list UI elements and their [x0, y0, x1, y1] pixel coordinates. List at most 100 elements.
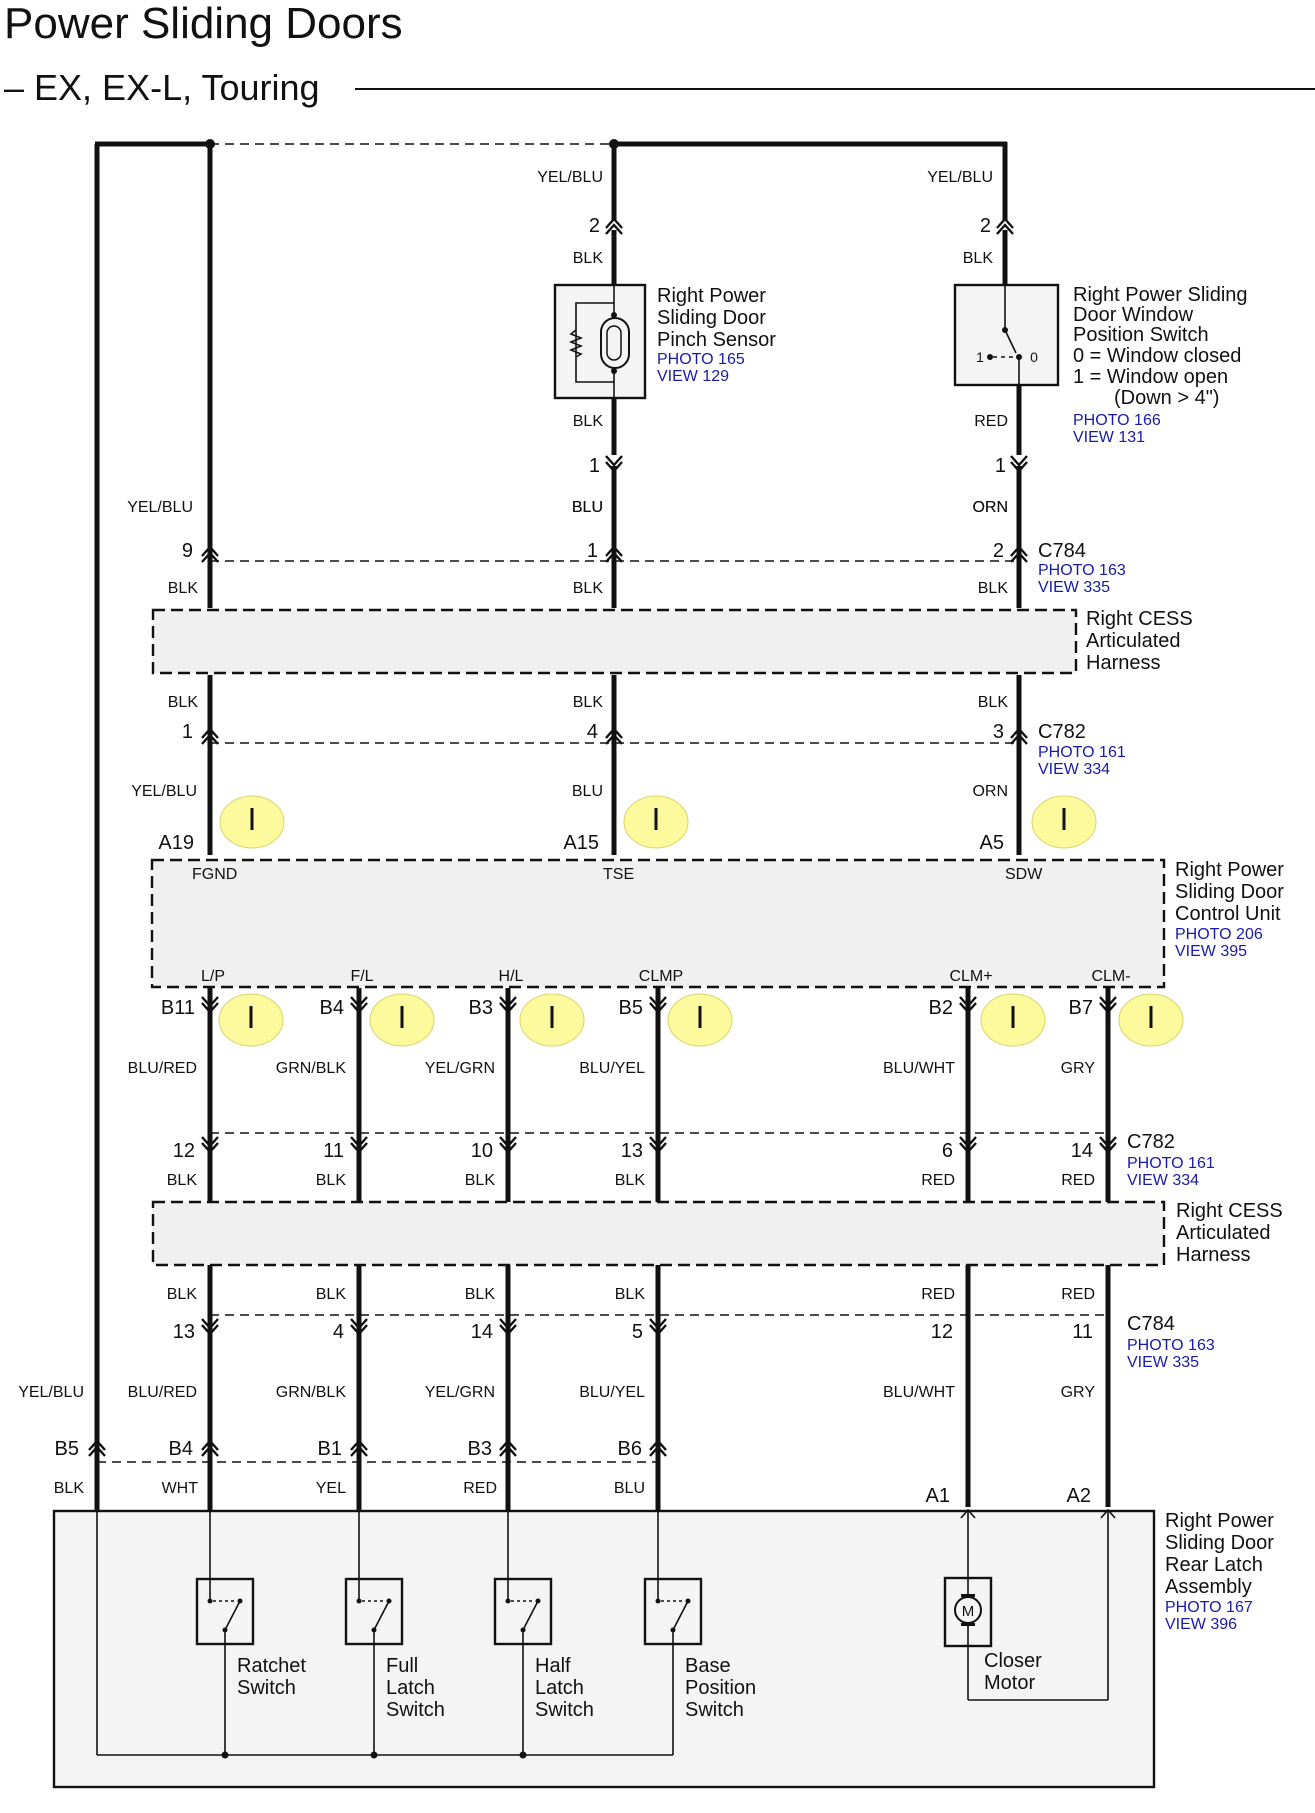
- svg-text:WHT: WHT: [162, 1480, 199, 1497]
- svg-text:Sliding Door: Sliding Door: [1175, 881, 1284, 903]
- pinch-sensor: [553, 283, 647, 400]
- connector-c782-bottom: 12 11 10 13 6 14 BLK BLK BLK BLK RED RED…: [167, 1131, 1215, 1189]
- latch-view: VIEW 396: [1165, 1616, 1237, 1633]
- svg-text:Switch: Switch: [685, 1699, 744, 1721]
- switch-bottom-wire-color: ORN: [972, 499, 1008, 516]
- svg-text:B4: B4: [169, 1438, 193, 1460]
- c782-top-name: C782: [1038, 721, 1086, 743]
- svg-text:Control Unit: Control Unit: [1175, 903, 1281, 925]
- svg-text:VIEW 334: VIEW 334: [1038, 761, 1110, 778]
- cu-pin-a19: A19: [158, 832, 194, 854]
- window-switch-pos0: 0: [1030, 349, 1038, 365]
- svg-text:9: 9: [182, 540, 193, 562]
- harness-top: [151, 608, 1078, 675]
- control-unit-view: VIEW 395: [1175, 943, 1247, 960]
- svg-text:4: 4: [333, 1321, 344, 1343]
- svg-text:PHOTO 161: PHOTO 161: [1038, 744, 1126, 761]
- window-switch-blade: [1004, 329, 1017, 354]
- cu-terminal-lp: L/P: [201, 968, 225, 985]
- ground-marker: [219, 795, 285, 849]
- svg-text:BLK: BLK: [168, 580, 199, 597]
- svg-text:B2: B2: [929, 997, 953, 1019]
- svg-text:YEL/BLU: YEL/BLU: [127, 499, 193, 516]
- cu-terminal-tse: TSE: [603, 866, 634, 883]
- latch-photo: PHOTO 167: [1165, 1599, 1253, 1616]
- cu-pin-a5: A5: [980, 832, 1004, 854]
- svg-text:B11: B11: [161, 997, 195, 1019]
- svg-text:BLK: BLK: [316, 1172, 347, 1189]
- pinch-top-pin: 2: [589, 215, 600, 237]
- svg-text:B4: B4: [320, 997, 344, 1019]
- svg-text:BLK: BLK: [978, 580, 1009, 597]
- svg-text:Right CESS: Right CESS: [1086, 608, 1193, 630]
- svg-text:BLU/YEL: BLU/YEL: [579, 1384, 645, 1401]
- c784-top-name: C784: [1038, 540, 1086, 562]
- svg-text:BLK: BLK: [615, 1172, 646, 1189]
- cu-terminal-fgnd: FGND: [192, 866, 237, 883]
- svg-text:BLK: BLK: [168, 694, 199, 711]
- ground-marker: [369, 993, 435, 1047]
- cu-terminal-sdw: SDW: [1005, 866, 1043, 883]
- c782-bottom-name: C782: [1127, 1131, 1175, 1153]
- latch-left-terminal-color: BLK: [54, 1480, 85, 1497]
- connector-c782-top: BLK BLK BLK 1 4 3 YEL/BLU BLU ORN C782 P…: [131, 694, 1126, 800]
- svg-text:Ratchet: Ratchet: [237, 1655, 306, 1677]
- svg-text:BLK: BLK: [167, 1172, 198, 1189]
- latch-connector: YEL/BLU B5 BLK B4 B1 B3 B6 A1 A2 WHT YEL…: [18, 1384, 1091, 1507]
- window-switch-body: [953, 283, 1060, 387]
- pinch-sensor-photo: PHOTO 165: [657, 351, 745, 368]
- control-unit-b-pins: B11 B4 B3 B5 B2 B7: [161, 997, 1093, 1019]
- svg-text:BLK: BLK: [316, 1286, 347, 1303]
- control-unit-label: Right Power Sliding Door Control Unit PH…: [1175, 859, 1284, 960]
- latch-pin-b5: B5: [55, 1438, 79, 1460]
- svg-text:BLK: BLK: [465, 1172, 496, 1189]
- control-unit: [150, 858, 1166, 989]
- cu-terminal-clmp: CLMP: [639, 968, 683, 985]
- rear-latch-assembly: [52, 1509, 1156, 1789]
- svg-text:BLU/RED: BLU/RED: [128, 1384, 197, 1401]
- svg-text:BLU/YEL: BLU/YEL: [579, 1060, 645, 1077]
- svg-text:12: 12: [931, 1321, 953, 1343]
- svg-text:GRY: GRY: [1061, 1384, 1096, 1401]
- cu-terminal-hl: H/L: [499, 968, 524, 985]
- switch-bottom-terminal-color: RED: [974, 413, 1008, 430]
- svg-text:Position Switch: Position Switch: [1073, 324, 1209, 346]
- svg-text:Right Power: Right Power: [657, 285, 766, 307]
- svg-text:Door Window: Door Window: [1073, 304, 1194, 326]
- ground-marker: [218, 993, 284, 1047]
- svg-text:Motor: Motor: [984, 1672, 1035, 1694]
- svg-text:2: 2: [993, 540, 1004, 562]
- svg-text:YEL/BLU: YEL/BLU: [131, 783, 197, 800]
- control-unit-photo: PHOTO 206: [1175, 926, 1263, 943]
- ground-marker: [980, 993, 1046, 1047]
- svg-text:BLU/WHT: BLU/WHT: [883, 1060, 955, 1077]
- svg-text:12: 12: [173, 1140, 195, 1162]
- svg-text:VIEW 335: VIEW 335: [1038, 579, 1110, 596]
- window-position-switch: 1 0: [953, 283, 1060, 387]
- svg-text:11: 11: [1072, 1321, 1093, 1343]
- svg-text:Switch: Switch: [386, 1699, 445, 1721]
- svg-text:10: 10: [471, 1140, 493, 1162]
- svg-text:Base: Base: [685, 1655, 731, 1677]
- window-switch-photo: PHOTO 166: [1073, 412, 1161, 429]
- svg-text:B3: B3: [468, 1438, 492, 1460]
- svg-text:Switch: Switch: [535, 1699, 594, 1721]
- svg-text:Full: Full: [386, 1655, 418, 1677]
- svg-text:PHOTO 161: PHOTO 161: [1127, 1155, 1215, 1172]
- ground-marker: [1118, 993, 1184, 1047]
- latch-pin-a1: A1: [926, 1485, 950, 1507]
- half-latch-switch: [493, 1577, 553, 1646]
- connector-c784-top: YEL/BLU BLU ORN 9 1 2 BLK BLK BLK C784 P…: [127, 499, 1126, 597]
- svg-text:6: 6: [942, 1140, 953, 1162]
- pinch-bottom-pin: 1: [589, 455, 600, 477]
- motor-symbol: M: [962, 1603, 975, 1620]
- svg-text:Closer: Closer: [984, 1650, 1042, 1672]
- full-latch-switch: [344, 1577, 404, 1646]
- window-switch-view: VIEW 131: [1073, 429, 1145, 446]
- svg-text:BLU: BLU: [572, 499, 603, 516]
- svg-text:Rear Latch: Rear Latch: [1165, 1554, 1263, 1576]
- svg-text:ORN: ORN: [972, 499, 1008, 516]
- ground-markers-lower: [218, 993, 1184, 1047]
- pinch-bottom-wire-color: BLU: [572, 499, 603, 516]
- harness-bottom: [151, 1200, 1166, 1267]
